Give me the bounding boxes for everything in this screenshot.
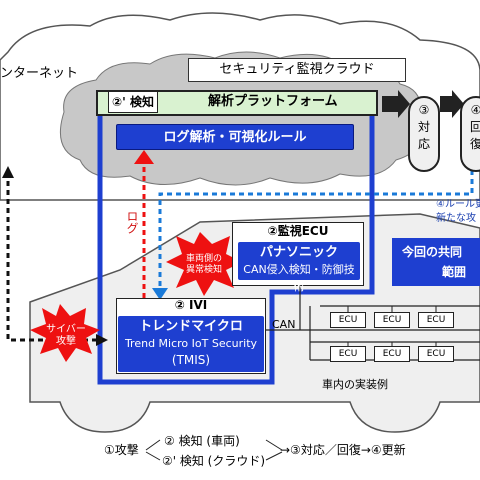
log-analysis-rule-box: ログ解析・可視化ルール [116, 124, 354, 150]
security-cloud-title: セキュリティ監視クラウド [188, 58, 406, 82]
analysis-platform-label: 解析プラットフォーム [208, 94, 338, 109]
attack-path-right-head [96, 334, 108, 346]
anomaly-detect-line: 異常検知 [185, 265, 222, 275]
ecu-chip: ECU [330, 346, 366, 362]
flow-arrow-line [145, 439, 161, 451]
anomaly-burst-shape [166, 232, 242, 296]
recover-step: ④ 回復 [460, 96, 480, 172]
step-label-line: 回 [469, 120, 480, 134]
flow-step-rest: →③対応／回復→④更新 [280, 443, 406, 457]
flow-arrow-line [145, 451, 161, 461]
ecu-chip: ECU [418, 312, 454, 328]
step-label-line: ④ [470, 103, 480, 117]
cyber-attack-line: 攻撃 [56, 336, 76, 347]
update-arrow-line [158, 152, 474, 292]
flow-step-attack: ①攻撃 [104, 443, 139, 457]
panasonic-name: パナソニック [259, 245, 338, 260]
step-label-line: ③ [418, 103, 430, 117]
joint-scope-line2: 範囲 [442, 265, 467, 279]
ecu-chip: ECU [374, 346, 410, 362]
joint-scope-label: 今回の共同 範囲 [392, 238, 480, 286]
log-label: ログ [125, 210, 139, 234]
can-label: CAN [272, 318, 296, 331]
vehicle-example-label: 車内の実装例 [322, 378, 388, 391]
joint-scope-line1: 今回の共同 [402, 245, 463, 259]
attack-path-up-head [2, 166, 14, 178]
step-label-line: 応 [417, 137, 430, 151]
step-label-line: 対 [417, 120, 430, 134]
monitor-ecu-label: ②監視ECU [267, 224, 329, 238]
trend-micro-product: Trend Micro IoT Security [124, 337, 258, 350]
ecu-chip: ECU [374, 312, 410, 328]
respond-step-label: ③ 対応 [410, 102, 438, 153]
panasonic-box: パナソニック CAN侵入検知・防御技術 [238, 242, 360, 293]
cloud-detect-tag: ②' 検知 [108, 91, 158, 113]
flow-arrow-line [265, 451, 283, 461]
respond-to-recover-arrow [440, 90, 464, 118]
cyber-attack-line: サイバー [46, 324, 86, 335]
anomaly-detect-text: 車両側の 異常検知 [178, 254, 230, 276]
ivi-label: ② IVI [174, 298, 208, 312]
internet-label: ンターネット [0, 66, 79, 81]
rule-update-line: 新たな攻 [436, 213, 476, 224]
flow-step-cloud-detect: ②' 検知 (クラウド) [162, 454, 266, 468]
platform-to-respond-arrow [382, 90, 410, 118]
rule-update-note: ④ルール更 新たな攻 [436, 198, 480, 226]
ecu-chip: ECU [418, 346, 454, 362]
update-arrow-head [152, 288, 168, 300]
cyber-attack-burst-shape [30, 304, 100, 362]
ecu-chip: ECU [330, 312, 366, 328]
trend-micro-name: トレンドマイクロ [139, 319, 243, 334]
flow-arrow-line [265, 439, 283, 451]
trend-micro-box: トレンドマイクロ Trend Micro IoT Security (TMIS) [118, 316, 264, 372]
trend-micro-abbr: (TMIS) [171, 353, 211, 367]
recover-step-label: ④ 回復 [462, 102, 480, 153]
respond-step: ③ 対応 [408, 96, 440, 172]
log-arrow-head [134, 150, 154, 164]
flow-step-vehicle-detect: ② 検知 (車両) [164, 434, 240, 448]
panasonic-tech: CAN侵入検知・防御技術 [243, 263, 355, 293]
anomaly-detect-line: 車両側の [185, 254, 222, 264]
step-label-line: 復 [469, 137, 480, 151]
cyber-attack-text: サイバー 攻撃 [40, 324, 92, 348]
rule-update-line: ④ルール更 [436, 199, 480, 210]
